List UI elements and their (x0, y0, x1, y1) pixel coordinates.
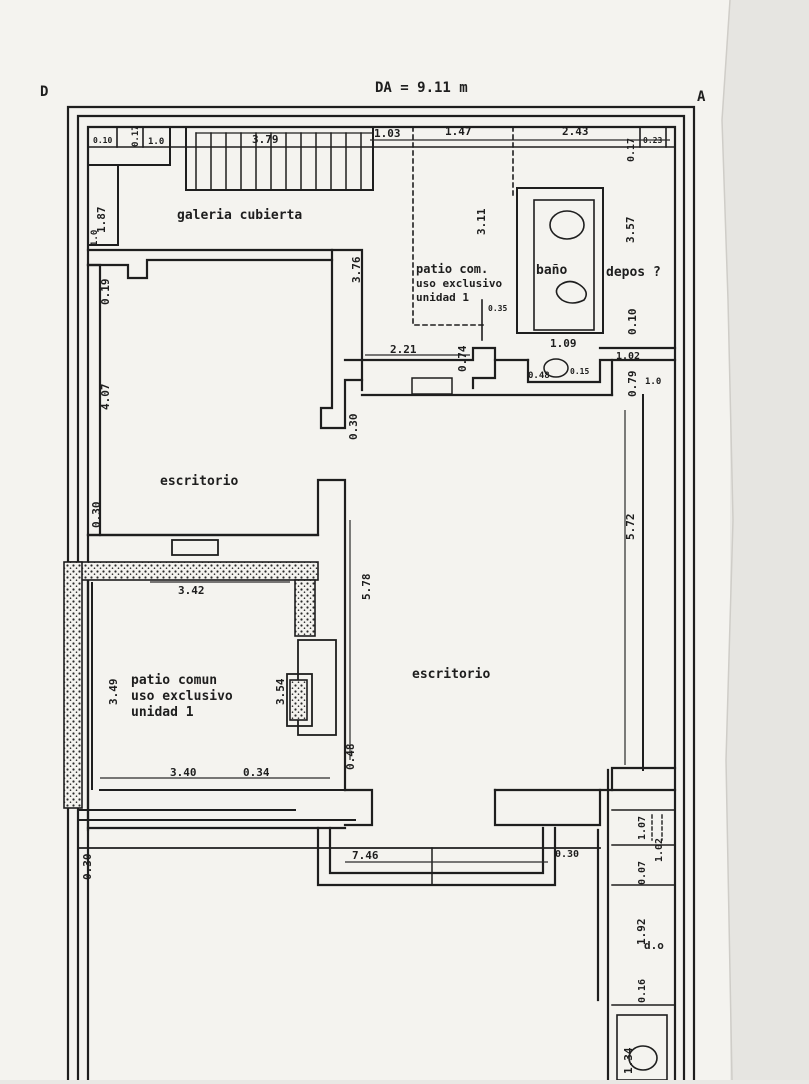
dim-label: 0.23 (643, 136, 662, 145)
dim-label: 3.76 (350, 256, 363, 283)
dim-label: 0.19 (99, 279, 112, 306)
dim-label: 0.74 (456, 345, 469, 372)
dim-label: 0.07 (637, 861, 648, 885)
room-patio-left-line1: patio comun (131, 673, 217, 688)
dim-label: 1.09 (550, 337, 577, 350)
dim-label: 1.0 (90, 230, 100, 246)
dim-label: 3.54 (274, 678, 287, 705)
dim-label: 5.78 (360, 574, 373, 601)
dim-label: 0.30 (347, 414, 360, 441)
room-depos: depos ? (606, 265, 661, 280)
dim-label: 7.46 (352, 849, 379, 862)
dim-label: 0.17 (131, 125, 141, 147)
dim-label: 1.34 (622, 1047, 635, 1074)
dim-label: 0.30 (81, 854, 94, 881)
dim-label: 0.34 (243, 766, 270, 779)
header-title: DA = 9.11 m (375, 80, 468, 96)
vertical-dimension-labels: 0.17 0.17 1.87 1.0 3.11 3.57 3.76 0.19 0… (81, 125, 665, 1074)
dim-label: 3.79 (252, 133, 279, 146)
dim-label: 0.10 (626, 309, 639, 336)
dim-label: 3.40 (170, 766, 197, 779)
dim-label: 0.15 (570, 367, 589, 376)
dim-label: 0.35 (488, 304, 507, 313)
dim-label: 0.79 (626, 371, 639, 398)
paper-sheet (0, 0, 730, 1080)
dim-label: 1.0 (645, 377, 661, 387)
dim-label: 0.16 (637, 979, 648, 1003)
dim-label: 1.02 (654, 838, 665, 862)
room-galeria-cubierta: galeria cubierta (177, 208, 302, 223)
dim-label: 1.47 (445, 125, 472, 138)
dim-label: 0.30 (555, 849, 579, 860)
dim-label: 0.48 (344, 744, 357, 771)
dim-label: 1.0 (148, 137, 164, 147)
dim-label: 3.57 (624, 217, 637, 244)
room-patio-left-line3: unidad 1 (131, 705, 194, 720)
dim-label: d.o (644, 939, 664, 952)
paper-edge-line (721, 0, 734, 1081)
dim-label: 1.87 (95, 207, 108, 234)
dim-label: 2.43 (562, 125, 589, 138)
room-escritorio-left: escritorio (160, 474, 238, 489)
paper-edge (722, 0, 809, 1080)
room-bano: baño (536, 263, 567, 278)
room-patio-top-line3: unidad 1 (416, 291, 469, 304)
patio-dotted-walls (63, 561, 319, 809)
dim-label: 1.02 (616, 351, 640, 362)
dim-label: 1.92 (635, 919, 648, 946)
room-patio-left-line2: uso exclusivo (131, 689, 233, 704)
dim-label: 1.07 (637, 816, 648, 840)
dim-label: 0.48 (528, 371, 550, 381)
room-escritorio-main: escritorio (412, 667, 490, 682)
dim-label: 2.21 (390, 343, 417, 356)
dimension-lines (100, 139, 670, 863)
dim-label: 3.49 (107, 679, 120, 706)
room-patio-top-line1: patio com. (416, 262, 488, 276)
dim-label: 3.11 (475, 208, 488, 235)
dim-label: 0.10 (93, 136, 112, 145)
dim-label: 3.42 (178, 584, 205, 597)
corner-label-right: A (697, 89, 706, 105)
dim-label: 0.30 (90, 502, 103, 529)
dim-label: 0.17 (626, 138, 637, 162)
dim-label: 5.72 (624, 514, 637, 541)
corner-label-left: D (40, 84, 48, 100)
dim-label: 4.07 (99, 384, 112, 411)
dim-label: 1.03 (374, 127, 401, 140)
room-patio-top-line2: uso exclusivo (416, 277, 502, 290)
